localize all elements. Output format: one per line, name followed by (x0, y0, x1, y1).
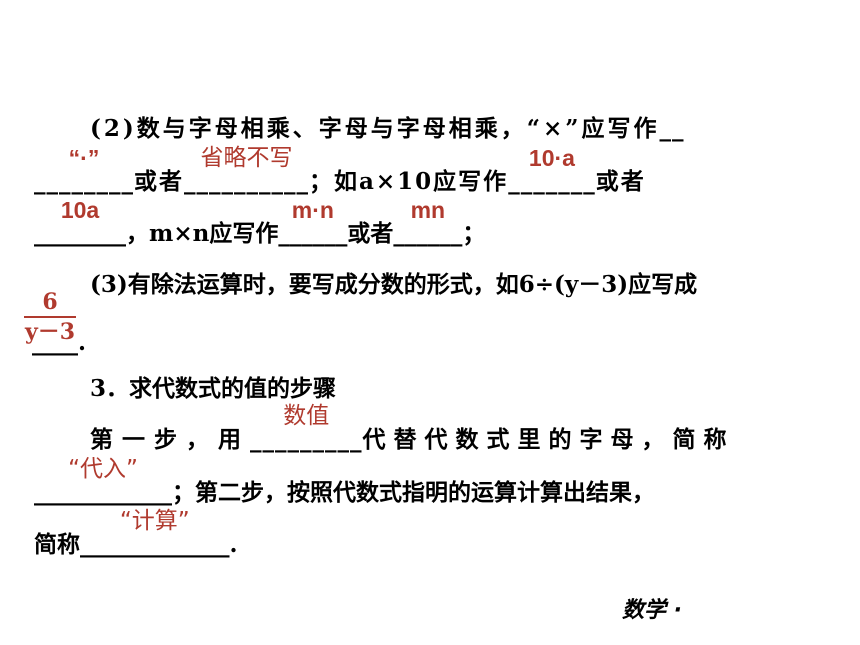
step2-text: ；第二步，按照代数式指明的运算计算出结果， (172, 479, 655, 506)
fraction-blank-line: ____ (32, 329, 78, 356)
answer-substitute: “代入” (68, 456, 138, 482)
blank-value: 数值 _________ (250, 403, 363, 455)
answer-mn: mn (410, 197, 446, 223)
answer-omit: 省略不写 (200, 145, 293, 171)
blank-substitute-line: ____________ (34, 479, 172, 506)
item3-line2: ____. (32, 328, 86, 358)
footer-subject: 数学 · (622, 598, 683, 623)
blank-omit-line: __________ (184, 168, 309, 195)
blank-10a-dot-line: _______ (508, 168, 596, 195)
or-text-2: 或者 (595, 168, 646, 195)
answer-10a-dot: 10·a (528, 145, 575, 171)
or-text-3: 或者 (347, 220, 394, 247)
step3-line: 简称 “计算” _____________ . (34, 508, 238, 560)
answer-10a: 10a (60, 197, 100, 223)
step1-post: 代替代数式里的字母，简称 (362, 426, 735, 453)
item2-text: (2)数与字母相乘、字母与字母相乘，“×”应写作 (90, 115, 660, 142)
section3-end: . (229, 531, 238, 558)
blank-10a-line: ________ (34, 220, 126, 247)
example-text-2: ，m×n应写作 (126, 220, 279, 247)
blank-mn-line: ______ (393, 220, 463, 247)
answer-mn-dot: m·n (291, 197, 334, 223)
blank-substitute: “代入” ____________ (34, 456, 172, 508)
item2-line1-tail: __ (659, 115, 685, 142)
fraction-numerator: 6 (42, 289, 58, 315)
blank-calc-line: _____________ (80, 531, 230, 558)
item2-end: ； (462, 220, 486, 247)
step1-pre: 第一步，用 (90, 426, 250, 453)
blank-mn-dot: m·n ______ (278, 197, 348, 249)
blank-value-line: _________ (250, 426, 363, 453)
step2-line: “代入” ____________ ；第二步，按照代数式指明的运算计算出结果， (34, 456, 655, 508)
section3-heading: 3．求代数式的值的步骤 (90, 374, 336, 404)
blank-10a-dot: 10·a _______ (508, 145, 596, 197)
fraction-denominator: y－3 (24, 319, 76, 345)
blank-mn: mn ______ (393, 197, 463, 249)
blank-omit: 省略不写 __________ (184, 145, 309, 197)
answer-fraction: 6 y－3 (18, 290, 82, 344)
item2-line3: 10a ________ ，m×n应写作 m·n ______ 或者 mn __… (34, 197, 486, 249)
answer-value: 数值 (283, 403, 330, 429)
call-text: 简称 (34, 531, 80, 558)
step1-line: 第一步，用 数值 _________ 代替代数式里的字母，简称 (90, 403, 735, 455)
item3-text: (3)有除法运算时，要写成分数的形式，如6÷(y－3)应写成 (90, 271, 698, 298)
answer-calc: “计算” (119, 508, 190, 534)
answer-dot: “·” (68, 145, 100, 171)
item3-line1: (3)有除法运算时，要写成分数的形式，如6÷(y－3)应写成 (90, 270, 697, 300)
fraction-bar (24, 316, 76, 318)
blank-dot-line: ________ (34, 168, 134, 195)
blank-calc: “计算” _____________ (80, 508, 230, 560)
section3-heading-text: 3．求代数式的值的步骤 (90, 375, 337, 402)
blank-10a: 10a ________ (34, 197, 126, 249)
blank-dot: “·” ________ (34, 145, 134, 197)
item2-line1: (2)数与字母相乘、字母与字母相乘，“×”应写作__ (90, 114, 685, 144)
blank-mn-dot-line: ______ (278, 220, 348, 247)
or-text-1: 或者 (134, 168, 184, 195)
item2-line2: “·” ________ 或者 省略不写 __________ ；如a×10应写… (34, 145, 646, 197)
item3-end: . (78, 329, 87, 356)
example-text-1: ；如a×10应写作 (309, 168, 509, 195)
